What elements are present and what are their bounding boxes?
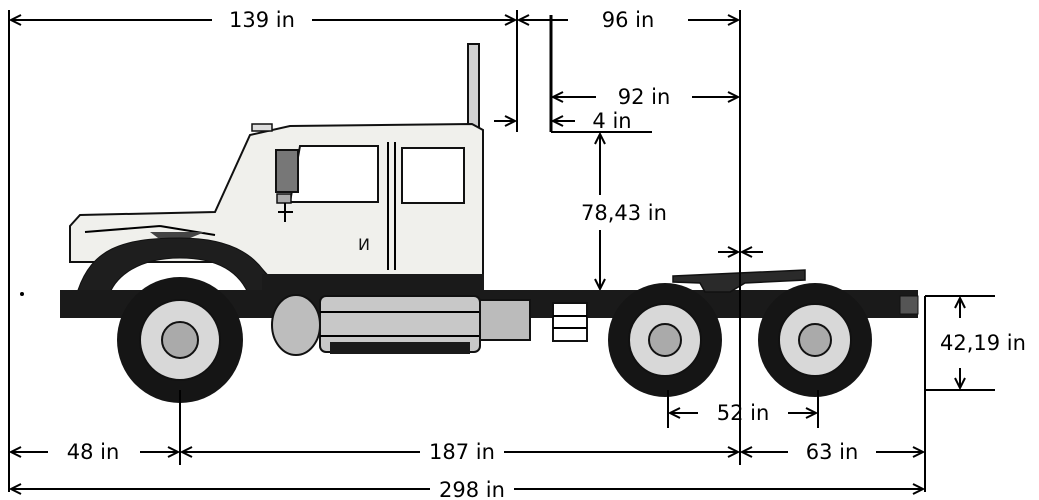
stray-dot xyxy=(20,292,24,296)
cab-sill xyxy=(262,274,484,294)
mirror-lower xyxy=(276,193,292,204)
label-48: 48 in xyxy=(67,440,120,464)
label-92: 92 in xyxy=(618,85,671,109)
frame-box-lines xyxy=(553,315,587,329)
tank-base xyxy=(330,342,470,354)
label-96: 96 in xyxy=(602,8,655,32)
front-window xyxy=(288,145,379,203)
hood-vent xyxy=(150,232,205,238)
label-187: 187 in xyxy=(429,440,495,464)
tank-straps xyxy=(320,311,480,337)
label-4: 4 in xyxy=(592,109,631,133)
rear-wheel-rear-axle xyxy=(758,283,872,397)
rear-window xyxy=(401,147,465,204)
frame-end xyxy=(899,295,919,315)
dimension-lines xyxy=(8,10,995,492)
side-mirror xyxy=(275,149,299,193)
rear-wheel-front-axle xyxy=(608,283,722,397)
cab-badge: И xyxy=(358,235,370,254)
label-4219: 42,19 in xyxy=(940,331,1026,355)
front-wheel xyxy=(117,277,243,403)
label-63: 63 in xyxy=(806,440,859,464)
roof-light xyxy=(251,123,273,132)
label-7843: 78,43 in xyxy=(581,201,667,225)
air-tank xyxy=(271,294,321,356)
dimension-labels: 139 in 96 in 92 in 4 in 78,43 in 42,19 i… xyxy=(67,8,1026,500)
label-139: 139 in xyxy=(229,8,295,32)
frame-box xyxy=(552,302,588,342)
battery-box xyxy=(479,299,531,341)
hood-line xyxy=(84,225,216,236)
label-298: 298 in xyxy=(439,478,505,500)
truck-illustration: И xyxy=(20,43,919,403)
label-52: 52 in xyxy=(717,401,770,425)
mirror-arm xyxy=(278,203,293,222)
